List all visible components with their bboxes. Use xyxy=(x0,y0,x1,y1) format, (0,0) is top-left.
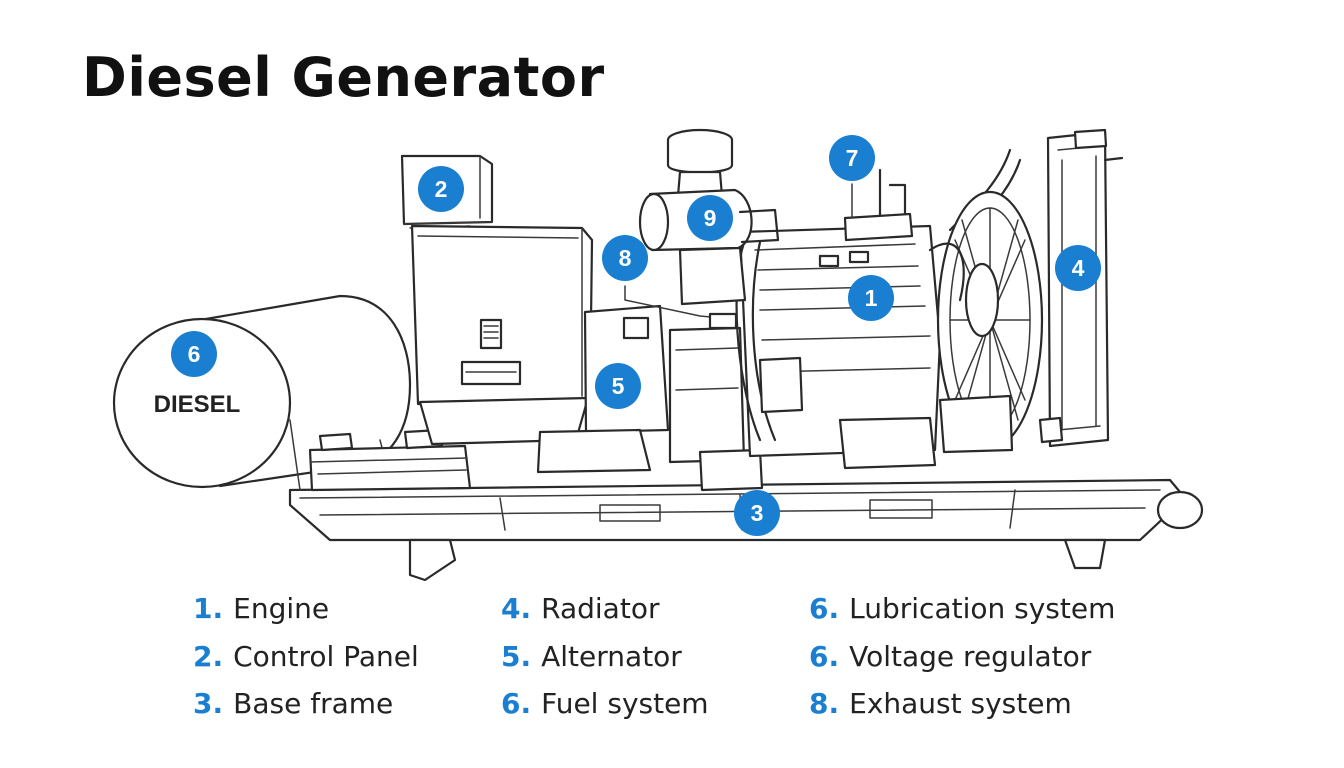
legend-number: 6. xyxy=(501,687,532,720)
legend-number: 4. xyxy=(501,592,532,625)
legend-number: 5. xyxy=(501,639,532,673)
legend-label: Alternator xyxy=(541,639,682,673)
legend-item: 5. Alternator xyxy=(501,640,709,688)
legend-label: Fuel system xyxy=(541,687,709,720)
legend: 1. Engine 2. Control Panel 3. Base frame 4.… xyxy=(193,592,1153,732)
legend-column-1: 1. Engine 2. Control Panel 3. Base frame xyxy=(193,592,419,735)
legend-label: Control Panel xyxy=(233,639,419,673)
badge-4: 4 xyxy=(1055,245,1101,291)
badge-1-number: 1 xyxy=(865,285,878,311)
badge-1: 1 xyxy=(848,275,894,321)
legend-item: 6. Voltage regulator xyxy=(809,640,1115,688)
legend-label: Radiator xyxy=(541,592,660,625)
legend-item: 4. Radiator xyxy=(501,592,709,640)
badge-7-number: 7 xyxy=(846,145,859,171)
legend-number: 6. xyxy=(809,592,840,625)
legend-item: 6. Fuel system xyxy=(501,687,709,735)
legend-number: 3. xyxy=(193,687,224,720)
engine-drawing xyxy=(735,168,942,470)
fan-drawing xyxy=(928,190,1044,454)
legend-label: Base frame xyxy=(233,687,394,720)
badge-3-number: 3 xyxy=(751,500,764,526)
legend-column-3: 6. Lubrication system 6. Voltage regulator… xyxy=(809,592,1115,735)
badge-2: 2 xyxy=(418,166,464,212)
badge-9-number: 9 xyxy=(704,205,717,231)
tank-label: DIESEL xyxy=(154,391,241,418)
badge-8: 8 xyxy=(602,235,648,281)
badge-2-number: 2 xyxy=(435,176,448,202)
legend-number: 1. xyxy=(193,592,224,625)
badge-3: 3 xyxy=(734,490,780,536)
legend-item: 1. Engine xyxy=(193,592,419,640)
badge-5-number: 5 xyxy=(612,373,625,399)
alternator-housing-drawing xyxy=(410,224,594,446)
legend-item: 3. Base frame xyxy=(193,687,419,735)
badge-4-number: 4 xyxy=(1072,255,1085,281)
badge-5: 5 xyxy=(595,363,641,409)
legend-number: 8. xyxy=(809,687,840,720)
page-title: Diesel Generator xyxy=(82,46,605,109)
legend-item: 6. Lubrication system xyxy=(809,592,1115,640)
badge-9: 9 xyxy=(687,195,733,241)
legend-label: Voltage regulator xyxy=(849,639,1092,673)
badge-6: 6 xyxy=(171,331,217,377)
legend-item: 8. Exhaust system xyxy=(809,687,1115,735)
legend-number: 6. xyxy=(809,639,840,673)
legend-column-2: 4. Radiator 5. Alternator 6. Fuel system xyxy=(501,592,709,735)
fuel-tank-drawing: DIESEL xyxy=(112,294,412,491)
legend-label: Exhaust system xyxy=(849,687,1072,720)
legend-item: 2. Control Panel xyxy=(193,640,419,688)
badge-6-number: 6 xyxy=(188,341,201,367)
wiring-drawing xyxy=(624,183,853,330)
badge-7: 7 xyxy=(829,135,875,181)
legend-number: 2. xyxy=(193,639,224,673)
badge-8-number: 8 xyxy=(619,245,632,271)
legend-label: Engine xyxy=(233,592,330,625)
legend-label: Lubrication system xyxy=(849,592,1116,625)
